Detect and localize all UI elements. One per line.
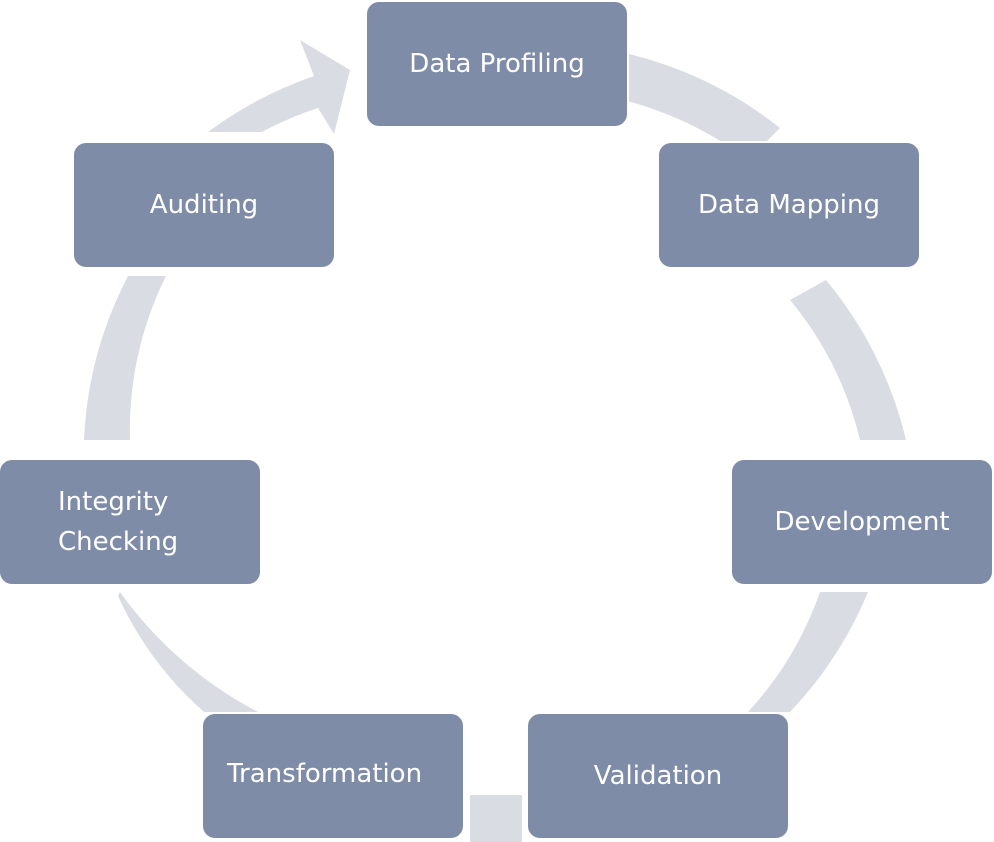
ring-segment [118,592,258,712]
ring-segment [790,280,906,440]
ring-segment [470,795,522,842]
ring-arrow-head [208,40,350,134]
step-label: Validation [593,761,723,791]
ring-segment [600,48,780,160]
step-validation: Validation [526,712,790,840]
step-data-mapping: Data Mapping [657,141,921,269]
step-data-profiling: Data Profiling [365,0,629,128]
step-transformation: Transformation [201,712,465,840]
step-label: Development [774,507,950,537]
step-label: Auditing [149,190,259,220]
ring-segment [748,592,868,712]
step-label: Transformation [227,759,423,789]
ring-segment [84,276,166,440]
step-development: Development [730,458,994,586]
step-label: Data Mapping [698,190,880,220]
step-integrity-checking: Integrity Checking [0,458,262,586]
step-label: Integrity Checking [58,487,179,557]
step-auditing: Auditing [72,141,336,269]
step-label: Data Profiling [409,49,585,79]
